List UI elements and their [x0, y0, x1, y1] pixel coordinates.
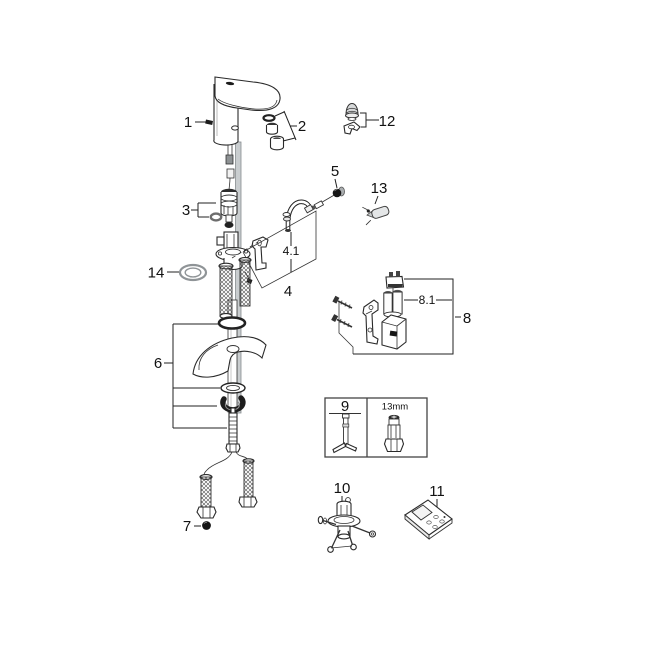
part8-battery-group: 8 8.1 [331, 271, 471, 355]
cable-connector [225, 154, 234, 165]
remote-screen [411, 504, 433, 521]
wedge-plate [192, 336, 267, 378]
part13-tool: 13 [362, 180, 390, 226]
part3-label: 3 [182, 202, 190, 219]
part13-label: 13 [371, 180, 388, 197]
part14-ring: 14 [148, 263, 208, 282]
battery-holder [362, 299, 379, 345]
part12-strainer: 12 [343, 102, 396, 135]
mounting-clip [251, 236, 269, 271]
part6-mounting-set: 6 [154, 316, 267, 453]
o-ring [209, 212, 223, 222]
washer [220, 382, 246, 394]
supply-hose-tails [196, 451, 258, 519]
part8-1-label: 8.1 [419, 293, 436, 307]
threaded-stud [228, 412, 238, 445]
part8-label: 8 [463, 310, 471, 327]
part12-label: 12 [379, 113, 396, 130]
part9-label: 9 [341, 398, 349, 415]
part10-label: 10 [334, 480, 351, 497]
spout-slot [225, 81, 235, 86]
part11-label: 11 [429, 483, 445, 500]
o-ring [217, 316, 247, 330]
part7-label: 7 [183, 518, 191, 535]
part11-remote: 11 [404, 483, 453, 540]
part14-label: 14 [148, 265, 165, 282]
part6-label: 6 [154, 355, 162, 372]
sensor-window [231, 125, 239, 131]
part4-valve-group: 4.1 4 [215, 199, 317, 300]
part5-button: 5 [311, 163, 345, 210]
faucet-body [213, 76, 281, 146]
part5-label: 5 [331, 163, 339, 180]
part7-screw: 7 [183, 518, 211, 535]
part1-callout: 1 [184, 114, 213, 131]
faucet-spout [214, 76, 281, 112]
part10-premixer: 10 [317, 480, 377, 553]
screw-icon [205, 119, 213, 125]
part2-label: 2 [298, 118, 306, 135]
part4-label: 4 [284, 283, 292, 300]
tool-size-label: 13mm [382, 402, 408, 413]
part1-label: 1 [184, 114, 192, 131]
part4-1-label: 4.1 [283, 244, 300, 258]
part2-aerator: 2 [262, 110, 306, 151]
part9-toolbox: 9 13mm [324, 397, 428, 458]
cable-connector [226, 168, 235, 179]
part3-cartridge: 3 [182, 188, 238, 228]
